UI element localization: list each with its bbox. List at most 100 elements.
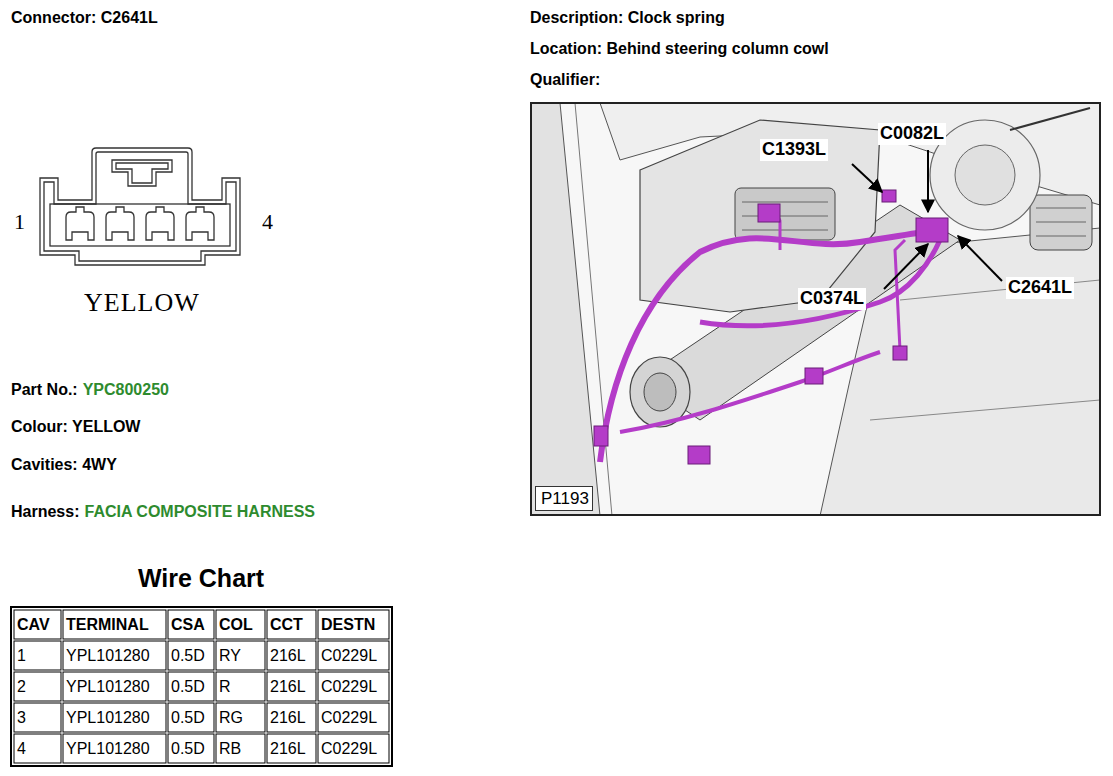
vent-slat <box>1036 236 1086 237</box>
table-cell: 216L <box>270 671 306 702</box>
a-pillar-edge <box>575 103 612 515</box>
screwdriver <box>1010 108 1090 130</box>
field-label: Part No.: <box>11 380 78 399</box>
connector-colour-label: YELLOW <box>84 287 200 318</box>
field-label: Colour: YELLOW <box>11 417 140 436</box>
field-label: Cavities: 4WY <box>11 455 117 474</box>
illustration-content <box>531 103 1100 515</box>
leader-arrow <box>958 236 1002 281</box>
table-cell-border <box>267 672 316 701</box>
harness-branch <box>895 240 905 350</box>
table-cell: 3 <box>17 702 26 733</box>
harness-connector <box>594 426 608 446</box>
steering-hub-inner <box>955 145 1015 205</box>
table-cell-border <box>168 641 214 670</box>
harness-connector <box>688 446 710 464</box>
harness-connector <box>758 204 780 222</box>
cluster-hood <box>640 120 880 312</box>
field-label: Description: Clock spring <box>530 8 725 27</box>
ignition-barrel <box>630 357 690 427</box>
table-header-cell: CCT <box>270 609 303 640</box>
table-cell: C0229L <box>321 640 377 671</box>
vent-slat <box>742 216 828 217</box>
illustration-ground <box>531 103 1100 515</box>
table-cell-border <box>318 703 389 732</box>
callout-label: C0082L <box>878 123 946 145</box>
a-pillar <box>531 103 600 515</box>
table-cell-border <box>216 610 265 639</box>
harness <box>600 230 940 462</box>
table-cell: 4 <box>17 733 26 764</box>
table-header-cell: TERMINAL <box>66 609 149 640</box>
terminal-cavity <box>106 207 134 240</box>
vent-slat <box>742 230 828 231</box>
right-vent <box>1030 195 1092 250</box>
vent-slat <box>742 202 828 203</box>
table-cell: R <box>219 671 231 702</box>
table-cell-border <box>63 610 166 639</box>
vent-slat <box>1036 208 1086 209</box>
terminal-cavity <box>146 207 174 240</box>
table-cell: YPL101280 <box>66 671 150 702</box>
connector-latch-inner <box>116 163 168 183</box>
figure-number: P1193 <box>541 489 587 509</box>
location-illustration <box>531 103 1100 516</box>
table-title: Wire Chart <box>138 563 264 593</box>
wire-table <box>11 607 392 766</box>
table-cell: 216L <box>270 733 306 764</box>
leader-arrow <box>927 150 929 212</box>
table-cell: 0.5D <box>171 702 205 733</box>
harness-connector <box>893 346 907 360</box>
table-cell-border <box>318 610 389 639</box>
callout-label: C2641L <box>1006 277 1074 299</box>
field-label: Qualifier: <box>530 70 600 89</box>
part-number: YPC800250 <box>83 380 169 399</box>
table-cell: 0.5D <box>171 640 205 671</box>
table-cell-border <box>14 641 61 670</box>
table-cell-border <box>168 672 214 701</box>
table-cell-border <box>267 734 316 763</box>
hood-vent <box>735 188 835 240</box>
table-cell: 216L <box>270 702 306 733</box>
callout-label: C0374L <box>798 288 866 310</box>
terminal-bay <box>50 204 230 246</box>
table-cell-border <box>14 703 61 732</box>
vent-slat <box>1036 222 1086 223</box>
table-cell: 0.5D <box>171 671 205 702</box>
harness <box>700 240 940 326</box>
table-cell: 216L <box>270 640 306 671</box>
harness-connector <box>805 368 823 384</box>
field-label: Location: Behind steering column cowl <box>530 39 829 58</box>
harness-connector <box>916 218 948 242</box>
table-cell-border <box>168 734 214 763</box>
harness-name: FACIA COMPOSITE HARNESS <box>84 502 315 521</box>
table-cell-border <box>267 641 316 670</box>
table-cell: C0229L <box>321 702 377 733</box>
connector-latch <box>112 160 172 186</box>
steering-hub <box>930 120 1040 230</box>
table-cell-border <box>216 641 265 670</box>
table-cell: 1 <box>17 640 26 671</box>
table-cell-border <box>318 641 389 670</box>
harness-connector <box>882 190 896 202</box>
connector-outline <box>40 148 240 265</box>
table-header-cell: CSA <box>171 609 205 640</box>
leader-arrow <box>884 244 928 289</box>
table-cell-border <box>216 734 265 763</box>
table-cell-border <box>267 610 316 639</box>
terminal-cavity <box>186 207 214 240</box>
illustration-frame <box>531 103 1100 515</box>
harness <box>620 352 880 432</box>
table-cell-border <box>14 734 61 763</box>
table-header-cell: CAV <box>17 609 50 640</box>
table-cell: YPL101280 <box>66 640 150 671</box>
table-header-cell: DESTN <box>321 609 375 640</box>
connector-outline-inner <box>44 152 236 261</box>
table-cell-border <box>216 672 265 701</box>
table-border <box>11 607 392 766</box>
connector-face <box>40 148 240 265</box>
table-cell-border <box>63 672 166 701</box>
table-cell: RB <box>219 733 241 764</box>
